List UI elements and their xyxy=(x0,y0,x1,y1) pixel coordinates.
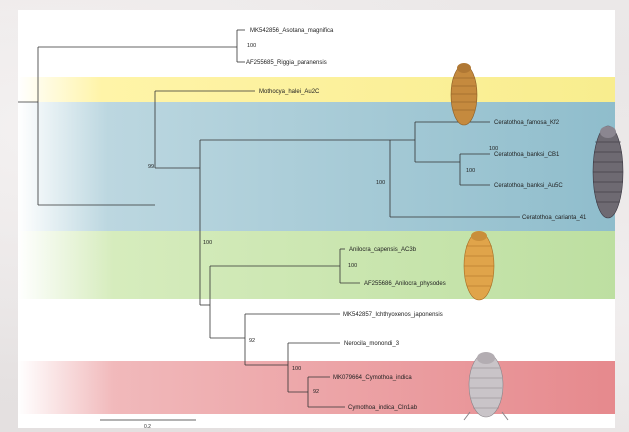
tip-label-anilocra-capensis: Anilocra_capensis_AC3b xyxy=(349,247,417,253)
tip-label-cymothoa-mk: MK079664_Cymothoa_indica xyxy=(333,375,412,381)
tip-label-ichthyoxenos: MK542857_Ichthyoxenos_japonensis xyxy=(343,312,443,318)
tip-label-mothocya: Mothocya_halei_Au2C xyxy=(259,89,320,95)
tip-label-ceratothoa-banksi-au5c: Ceratothoa_banksi_Au5C xyxy=(494,183,563,189)
bootstrap-label: 100 xyxy=(203,240,212,246)
bootstrap-label: 100 xyxy=(376,180,385,186)
bootstrap-label: 100 xyxy=(466,168,475,174)
tree-branches xyxy=(18,30,520,407)
tip-label-nerocila: Nerocila_monondi_3 xyxy=(344,341,400,347)
tip-label-ceratothoa-banksi-cb1: Ceratothoa_banksi_CB1 xyxy=(494,152,560,158)
bootstrap-label: 92 xyxy=(249,338,255,344)
bootstrap-label: 92 xyxy=(313,389,319,395)
bootstrap-label: 99 xyxy=(148,164,154,170)
anilocra-isopod-photo xyxy=(464,231,494,300)
cymothoa-isopod-photo xyxy=(464,352,508,420)
mothocya-isopod-photo xyxy=(451,63,477,125)
ceratothoa-isopod-photo xyxy=(593,126,623,218)
tip-label-anilocra-physodes: AF255686_Anilocra_physodes xyxy=(364,281,446,287)
bootstrap-label: 100 xyxy=(489,146,498,152)
tip-label-ceratothoa-carinata: Ceratothoa_carianta_41 xyxy=(522,215,587,221)
bootstrap-label: 100 xyxy=(247,43,256,49)
tip-label-cymothoa-cin: Cymothoa_indica_CIn1ab xyxy=(348,405,418,411)
tip-label-riggia: AF255685_Riggia_paranensis xyxy=(246,60,327,66)
bootstrap-label: 100 xyxy=(348,263,357,269)
scale-bar-label: 0.2 xyxy=(144,424,151,430)
scale-bar: 0.2 xyxy=(100,420,196,430)
bootstrap-label: 100 xyxy=(292,366,301,372)
tip-label-asotana: MK542856_Asotana_magnifica xyxy=(250,28,334,34)
tip-label-ceratothoa-famosa: Ceratothoa_famosa_Kf2 xyxy=(494,120,560,126)
